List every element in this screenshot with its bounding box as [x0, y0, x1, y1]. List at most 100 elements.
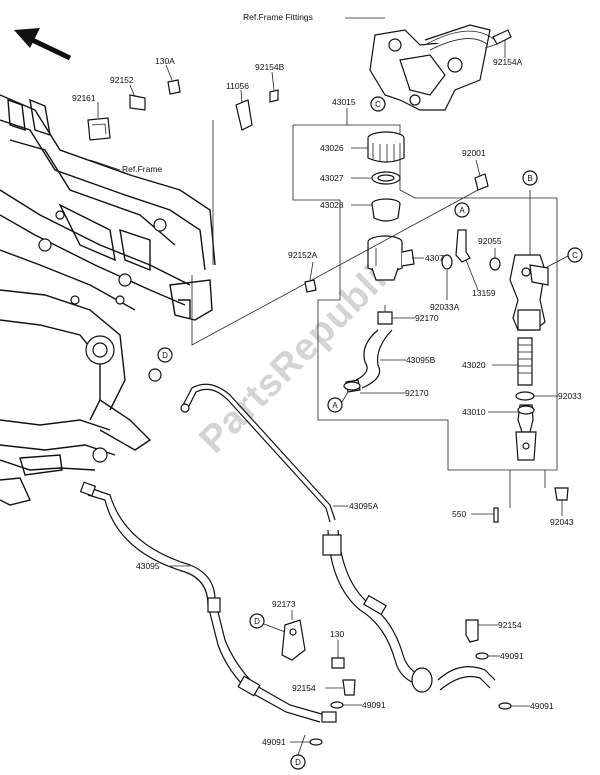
leader-92001	[475, 159, 481, 177]
push-rod-43010	[515, 404, 537, 461]
reservoir-tank-43078	[367, 235, 415, 281]
pin-92043	[554, 487, 569, 501]
label-92152a: 92152A	[288, 250, 318, 260]
svg-text:A: A	[459, 206, 465, 215]
washer-49091-b	[498, 702, 512, 710]
o-ring-92033a	[441, 254, 453, 270]
label-11056: 11056	[226, 81, 249, 91]
label-130: 130	[330, 629, 344, 639]
leader-92154b	[271, 71, 275, 91]
callout-d-bracket: D	[249, 613, 265, 629]
label-43095a: 43095A	[349, 501, 379, 511]
label-92055: 92055	[478, 236, 502, 246]
callout-d-frame: D	[157, 347, 173, 363]
leader-11056	[240, 89, 243, 104]
bolt-92154b	[269, 89, 279, 103]
svg-text:A: A	[332, 401, 338, 410]
label-43020: 43020	[462, 360, 486, 370]
label-92173: 92173	[272, 599, 296, 609]
label-43010: 43010	[462, 407, 486, 417]
svg-text:C: C	[572, 251, 578, 260]
hose-clamp-92170-lower	[343, 379, 361, 393]
hose-clamp-92170-upper	[377, 305, 393, 325]
reservoir-hose-43095b	[355, 329, 379, 381]
label-130a: 130A	[155, 56, 175, 66]
callout-a-top: A	[454, 202, 470, 218]
clip-92152	[129, 94, 146, 111]
label-49091-d: 49091	[262, 737, 286, 747]
mount-line	[191, 189, 479, 346]
label-92170-upper: 92170	[415, 313, 439, 323]
plate-43027	[371, 171, 401, 185]
svg-text:D: D	[254, 617, 260, 626]
label-43028: 43028	[320, 200, 344, 210]
svg-text:B: B	[527, 174, 532, 183]
motorcycle-frame	[0, 94, 216, 506]
ref-frame-leader	[89, 159, 121, 171]
label-92170-lower: 92170	[405, 388, 429, 398]
label-550: 550	[452, 509, 466, 519]
label-13159: 13159	[472, 288, 496, 298]
label-43015: 43015	[332, 97, 356, 107]
label-43095b: 43095B	[406, 355, 436, 365]
washer-49091-a	[475, 652, 489, 660]
assembly-bracket-43015	[292, 125, 558, 471]
callout-a-bottom: A	[327, 397, 343, 413]
callout-c-top: C	[370, 96, 386, 112]
label-92043: 92043	[550, 517, 574, 527]
bolt-130a	[167, 79, 181, 95]
label-43026: 43026	[320, 143, 344, 153]
label-92154-right: 92154	[498, 620, 522, 630]
label-92161: 92161	[72, 93, 96, 103]
frame-fittings-bracket	[369, 24, 496, 111]
label-92033: 92033	[558, 391, 582, 401]
label-43078: 43078	[425, 253, 449, 263]
label-43095: 43095	[136, 561, 160, 571]
svg-text:D: D	[162, 351, 168, 360]
cotter-pin-550	[493, 507, 499, 523]
direction-arrow-icon	[14, 28, 72, 61]
ref-frame-label: Ref.Frame	[122, 164, 162, 174]
bolt-92154a	[484, 29, 512, 49]
bolt-130	[331, 657, 345, 669]
banjo-bolt-92154-left	[342, 679, 356, 696]
label-92154b: 92154B	[255, 62, 285, 72]
label-49091-a: 49091	[500, 651, 524, 661]
washer-49091-d	[309, 738, 323, 746]
union-fittings	[207, 597, 337, 723]
label-92033a: 92033A	[430, 302, 460, 312]
callout-d-bottom: D	[290, 754, 306, 770]
clutch-hose-right	[437, 666, 496, 681]
clutch-hose-43095	[89, 487, 326, 716]
leader-13159	[465, 259, 479, 291]
label-92001: 92001	[462, 148, 486, 158]
label-92154-left: 92154	[292, 683, 316, 693]
leader-92152a	[309, 261, 314, 281]
clamp-11056	[235, 99, 253, 131]
o-ring-92055	[489, 257, 501, 271]
piston-assembly-43020	[517, 337, 533, 386]
clutch-hose-center	[327, 529, 421, 686]
ref-frame-fittings-label: Ref.Frame Fittings	[243, 12, 313, 22]
circlip-92033	[515, 391, 535, 401]
leader-130a	[165, 64, 173, 81]
callout-b: B	[522, 170, 538, 186]
callout-c-right: C	[567, 247, 583, 263]
diaphragm-43028	[371, 198, 401, 222]
collar-92152a	[304, 279, 317, 293]
label-49091-c: 49091	[362, 700, 386, 710]
label-43027: 43027	[320, 173, 344, 183]
washer-49091-c	[330, 701, 344, 709]
label-92152: 92152	[110, 75, 134, 85]
damper-92161	[87, 117, 111, 141]
banjo-bolt-92154-right	[465, 619, 479, 643]
hose-bracket-92173	[281, 619, 306, 661]
leader-92152	[129, 84, 136, 98]
label-49091-b: 49091	[530, 701, 554, 711]
screw-92001	[474, 173, 489, 191]
master-cylinder-body	[509, 190, 549, 331]
svg-text:C: C	[375, 100, 381, 109]
reservoir-cap-43026	[367, 131, 405, 163]
fitting-13159	[455, 229, 471, 263]
